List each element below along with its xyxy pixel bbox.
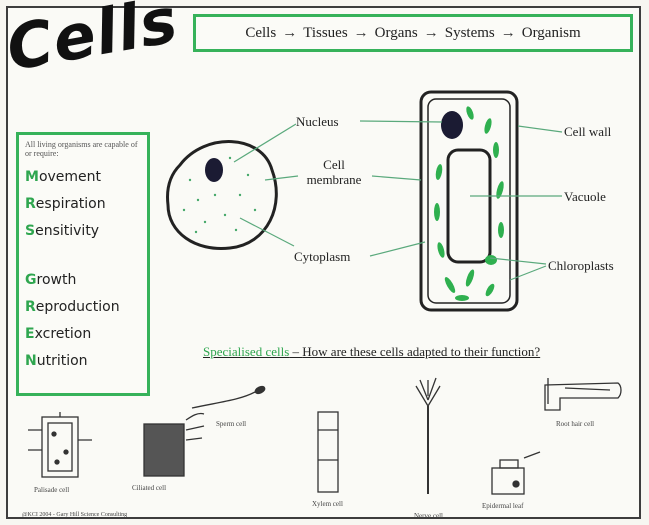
animal-cell [168,142,277,249]
cytoplasm-label: Cytoplasm [294,249,350,264]
nerve-cell-label: Nerve cell [414,512,443,520]
xylem-drawing [318,412,338,492]
plant-nucleus [441,111,463,139]
epidermal-drawing [492,468,524,494]
specialised-dash: – [289,344,302,359]
specialised-lead: Specialised cells [203,344,289,359]
plant-cell [421,92,517,310]
vacuole-label: Vacuole [564,189,606,204]
vacuole-shape [448,150,490,262]
nucleus-label: Nucleus [296,114,339,129]
copyright-text: @KCI 2004 - Gary Hill Science Consulting [22,512,127,518]
root-hair-drawing [545,383,621,410]
ciliated-drawing [144,424,184,476]
xylem-cell-label: Xylem cell [312,500,343,508]
cell-membrane-label: Cell membrane [296,157,372,187]
epidermal-leaf-label: Epidermal leaf [482,502,523,510]
cell-wall-label: Cell wall [564,124,611,139]
specialised-cells-heading: Specialised cells – How are these cells … [203,344,540,360]
animal-nucleus [205,158,223,182]
sperm-cell-drawing [254,385,266,395]
palisade-cell-label: Palisade cell [34,486,69,494]
leader-lines [234,121,562,280]
chloroplasts-label: Chloroplasts [548,258,614,273]
specialised-cell-drawings [28,378,621,494]
specialised-question: How are these cells adapted to their fun… [302,344,540,359]
root-hair-cell-label: Root hair cell [556,420,594,428]
ciliated-cell-label: Ciliated cell [132,484,166,492]
sperm-cell-label: Sperm cell [216,420,246,428]
